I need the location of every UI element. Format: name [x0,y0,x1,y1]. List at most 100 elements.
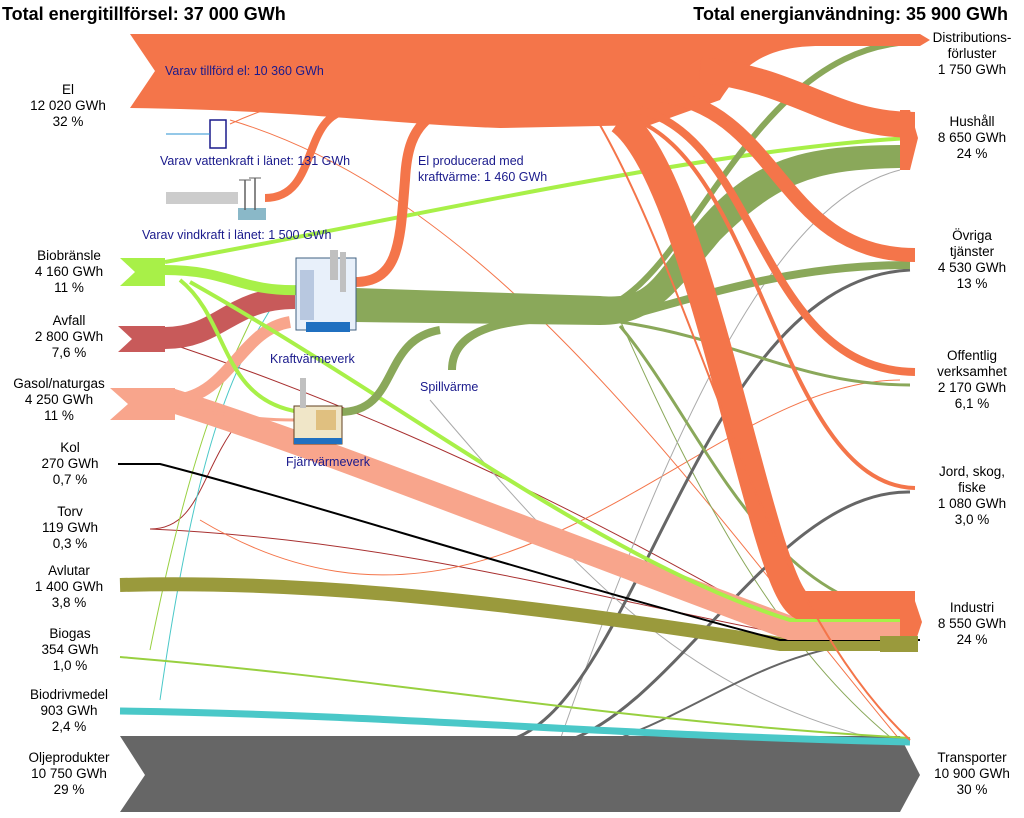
avfall-to-chp [164,287,296,349]
torv-flow [149,419,791,636]
use-share: 30 % [956,782,988,797]
annotation-chp-el-2: kraftvärme: 1 460 GWh [418,170,548,184]
biogas-flow [119,656,911,739]
source-value: 4 250 GWh [24,392,94,407]
source-name: Avfall [52,313,86,328]
source-share: 7,6 % [51,345,87,360]
use-value: 10 900 GWh [934,766,1010,781]
use-name-line2: fiske [958,480,986,495]
source-label-kol: Kol 270 GWh 0,7 % [20,440,120,488]
source-share: 0,3 % [52,536,88,551]
source-name: Biodrivmedel [29,687,109,702]
bio-to-chp [164,265,301,296]
use-name-line2: tjänster [949,244,995,259]
use-name: Jord, skog, [938,464,1006,479]
industri-grey-end [880,636,918,652]
dh-plant-icon [293,378,343,445]
oil-flow [120,736,920,812]
hushall-arrowhead [900,110,918,170]
use-value: 8 550 GWh [937,616,1007,631]
source-label-biodrivmedel: Biodrivmedel 903 GWh 2,4 % [14,687,124,735]
minor-flow-7 [559,169,901,741]
source-label-avfall: Avfall 2 800 GWh 7,6 % [14,313,124,361]
use-name: Offentlig [946,348,998,363]
oil-to-ovriga [509,268,911,742]
dh-to-distribution [618,39,911,303]
dh-to-offentlig [619,320,911,387]
source-name: Torv [57,504,83,519]
minor-flow-4 [159,309,271,701]
bio-to-dh [178,278,301,414]
use-value: 4 530 GWh [937,260,1007,275]
use-label-transporter: Transporter 10 900 GWh 30 % [920,750,1024,798]
annotation-dh-plant: Fjärrvärmeverk [286,455,371,469]
use-name: Transporter [937,750,1007,765]
source-name: Kol [60,440,80,455]
el-to-offentlig [639,106,916,376]
total-supply-title: Total energitillförsel: 37 000 GWh [2,4,286,24]
source-name: Oljeprodukter [28,750,110,765]
use-label-ovriga: Övriga tjänster 4 530 GWh 13 % [920,228,1024,292]
use-value: 1 750 GWh [937,62,1007,77]
el-to-ovriga [659,88,916,262]
source-share: 0,7 % [52,472,88,487]
biodrivmedel-flow [119,707,911,746]
el-to-transport [599,124,911,741]
avfall-source [118,326,165,352]
use-name-line2: verksamhet [937,364,1007,379]
source-share: 32 % [52,114,84,129]
kol-flow [118,463,920,641]
thin-flows [149,119,901,746]
chp-plant-icon [295,250,357,332]
source-value: 903 GWh [40,703,98,718]
source-value: 1 400 GWh [34,579,104,594]
minor-flow-2 [199,379,901,576]
gas-to-dh [174,408,296,422]
use-value: 2 170 GWh [937,380,1007,395]
source-label-olja: Oljeprodukter 10 750 GWh 29 % [10,750,128,798]
use-share: 24 % [956,146,988,161]
use-label-offentlig: Offentlig verksamhet 2 170 GWh 6,1 % [920,348,1024,412]
source-share: 11 % [54,280,84,295]
el-to-jord [629,116,916,490]
source-label-biogas: Biogas 354 GWh 1,0 % [20,626,120,674]
annotation-el-supplied: Varav tillförd el: 10 360 GWh [165,64,324,78]
source-value: 4 160 GWh [34,264,104,279]
use-label-industri: Industri 8 550 GWh 24 % [920,600,1024,648]
source-value: 270 GWh [41,456,99,471]
source-share: 11 % [44,408,74,423]
source-name: El [61,82,74,97]
use-share: 3,0 % [954,512,990,527]
annotation-chp-plant: Kraftvärmeverk [270,352,355,366]
dh-to-ovriga [618,261,911,322]
use-name: Hushåll [949,114,995,129]
biobransle-source [120,258,165,286]
gas-to-chp [174,316,292,406]
source-value: 12 020 GWh [30,98,106,113]
use-name: Industri [949,600,995,615]
annotation-hydro: Varav vattenkraft i länet: 131 GWh [160,154,351,168]
oil-to-industri-left [619,639,911,739]
gas-to-industri [166,388,910,640]
source-share: 2,4 % [51,719,87,734]
avlutar-flow [119,577,910,651]
use-value: 1 080 GWh [937,496,1007,511]
annotation-waste-heat: Spillvärme [420,380,479,394]
use-share: 24 % [956,632,988,647]
wind-icon [166,177,266,220]
total-use-title: Total energianvändning: 35 900 GWh [693,4,1008,24]
el-to-hushall [698,57,916,138]
bio-to-industri [189,280,910,622]
use-name-line2: förluster [947,46,997,61]
source-value: 2 800 GWh [34,329,104,344]
use-label-distribution: Distributions- förluster 1 750 GWh [920,30,1024,78]
source-value: 119 GWh [41,520,99,535]
source-label-torv: Torv 119 GWh 0,3 % [20,504,120,552]
use-share: 6,1 % [954,396,990,411]
source-label-biobransle: Biobränsle 4 160 GWh 11 % [14,248,124,296]
source-value: 10 750 GWh [31,766,107,781]
source-value: 354 GWh [41,642,99,657]
source-label-gas: Gasol/naturgas 4 250 GWh 11 % [0,376,118,424]
use-name: Övriga [952,228,992,243]
